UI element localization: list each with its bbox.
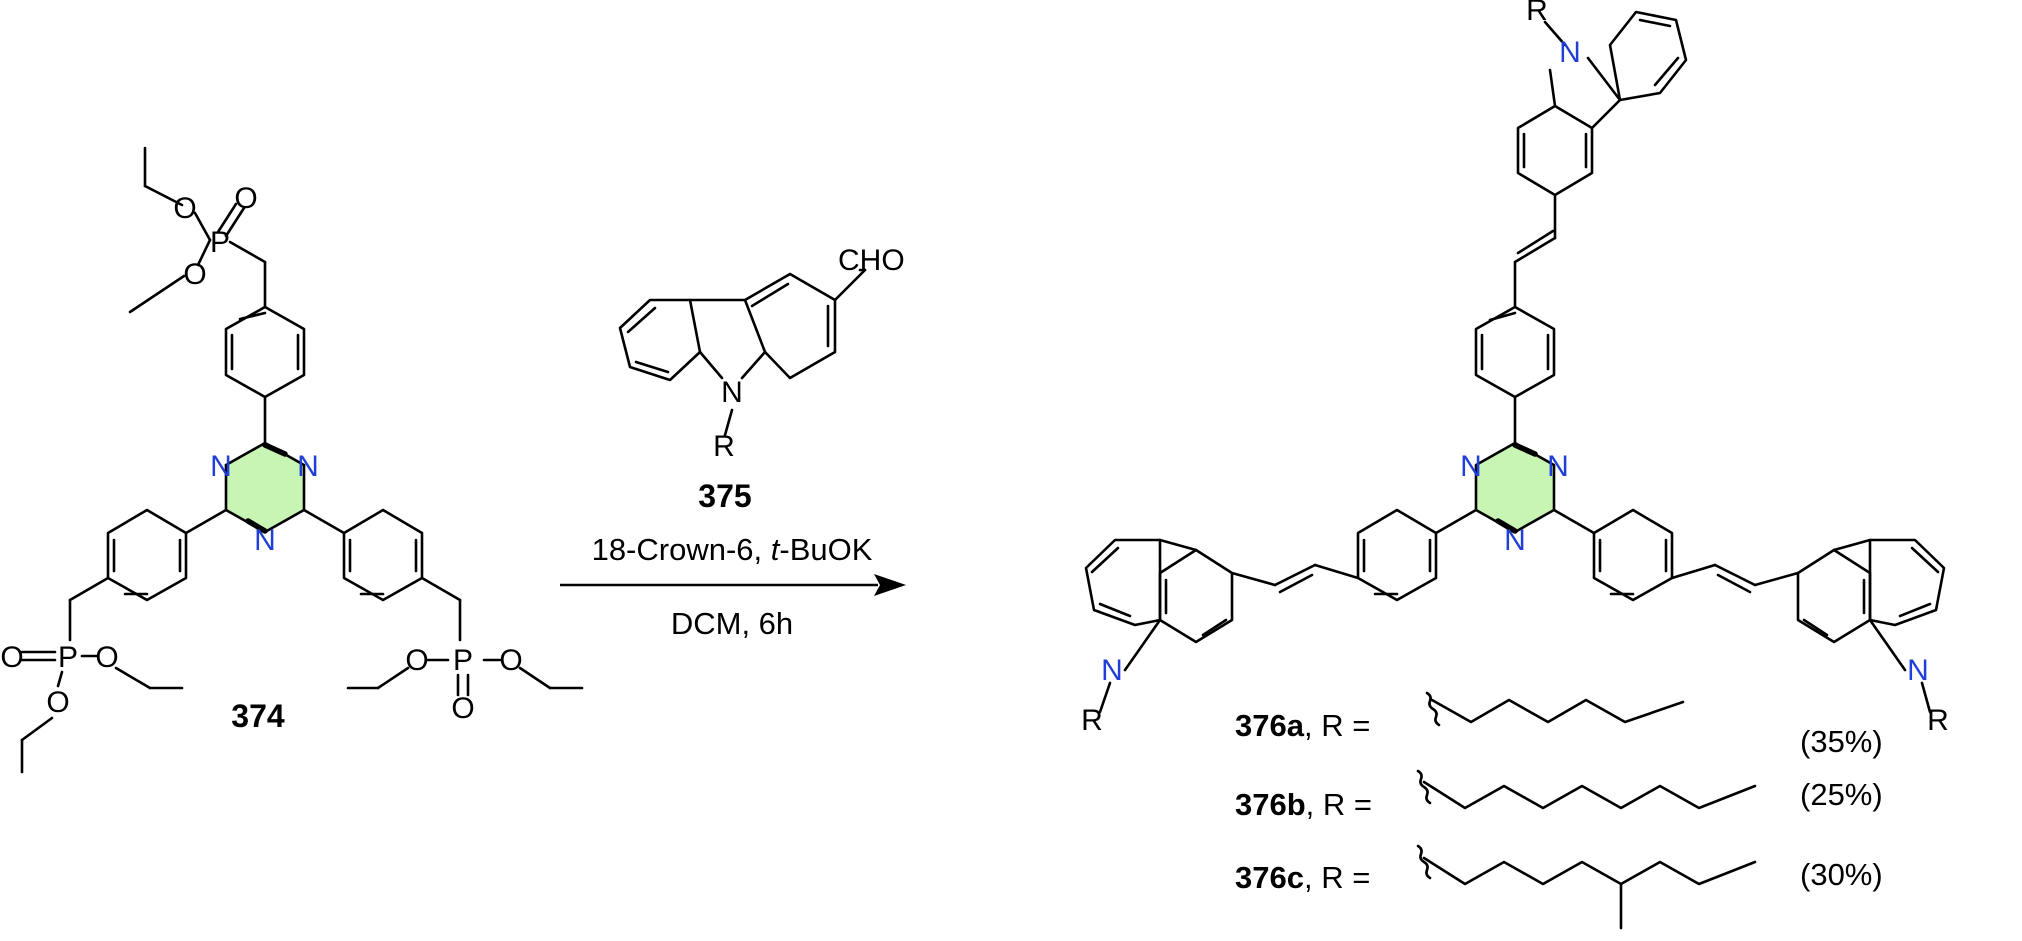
r-group: R <box>1927 704 1949 737</box>
conditions-line-1: 18-Crown-6, t-BuOK <box>592 532 873 567</box>
reactant-374: N N N P O O O P O O O P O O O 374 <box>0 146 584 774</box>
atom-o: O <box>95 641 118 674</box>
compound-number-375: 375 <box>698 478 751 514</box>
atom-p: P <box>453 644 473 677</box>
ethylhexyl-chain <box>1422 856 1757 886</box>
yield-376c: (30%) <box>1800 857 1883 892</box>
r-definitions: 376a, R = (35%) 376b, R = (25%) 376c, R … <box>1235 691 1883 930</box>
r-group: R <box>1526 0 1548 27</box>
yield-376a: (35%) <box>1800 724 1883 759</box>
triazine-highlight <box>1476 443 1554 532</box>
wavy-bond-icon <box>1425 691 1441 727</box>
atom-o: O <box>173 192 196 225</box>
product-label-376c: 376c, R = <box>1235 860 1370 895</box>
r-group: R <box>1081 704 1103 737</box>
atom-o: O <box>451 692 474 725</box>
product-label-376b: 376b, R = <box>1235 787 1372 822</box>
atom-n: N <box>210 450 232 483</box>
arrowhead <box>874 574 906 596</box>
atom-n: N <box>1101 654 1123 687</box>
atom-n: N <box>1547 450 1569 483</box>
reaction-conditions: 18-Crown-6, t-BuOK DCM, 6h <box>560 532 906 641</box>
atom-o: O <box>499 644 522 677</box>
atom-p: P <box>58 641 78 674</box>
atom-n: N <box>254 524 276 557</box>
atom-p: P <box>210 226 230 259</box>
atom-n: N <box>297 450 319 483</box>
atom-o: O <box>405 644 428 677</box>
hexyl-chain <box>1430 698 1685 724</box>
atom-o: O <box>183 258 206 291</box>
atom-o: O <box>46 686 69 719</box>
octyl-chain <box>1422 780 1757 810</box>
triazine-highlight <box>226 443 304 532</box>
atom-n: N <box>1907 654 1929 687</box>
product-label-376a: 376a, R = <box>1235 708 1370 743</box>
conditions-line-2: DCM, 6h <box>671 606 793 641</box>
atom-n: N <box>1460 450 1482 483</box>
cho-group: CHO <box>838 244 905 277</box>
reagent-375: CHO N R 375 <box>618 244 905 514</box>
atom-o: O <box>0 641 23 674</box>
atom-n: N <box>1559 36 1581 69</box>
atom-n: N <box>1504 524 1526 557</box>
wavy-bond-icon <box>1416 769 1432 805</box>
compound-number-374: 374 <box>231 698 285 734</box>
product-376: N N N N R N R N R <box>1081 0 1949 737</box>
wavy-bond-icon <box>1416 844 1432 880</box>
atom-n: N <box>721 376 743 409</box>
yield-376b: (25%) <box>1800 777 1883 812</box>
r-group: R <box>713 430 735 463</box>
atom-o: O <box>234 182 257 215</box>
